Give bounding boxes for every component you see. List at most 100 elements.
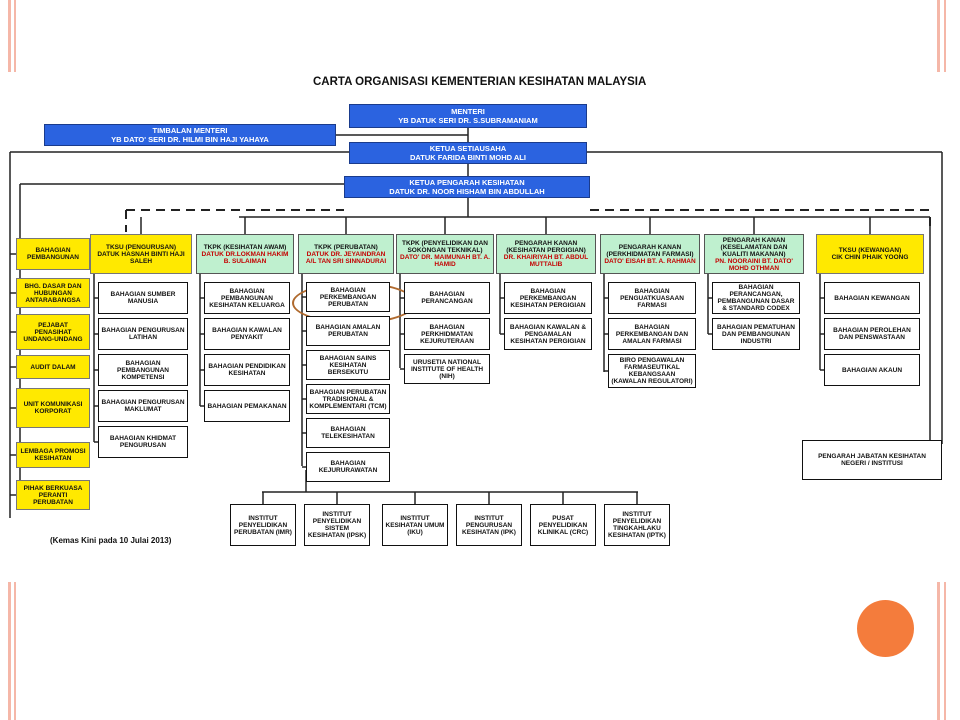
column-0-unit-2-line-0: BAHAGIAN PEMBANGUNAN KOMPETENSI: [117, 359, 169, 381]
institute-1: INSTITUT PENYELIDIKAN SISTEM KESIHATAN (…: [304, 504, 370, 546]
column-2-unit-3: BAHAGIAN PERUBATAN TRADISIONAL & KOMPLEM…: [306, 384, 390, 414]
column-4-unit-0: BAHAGIAN PERKEMBANGAN KESIHATAN PERGIGIA…: [504, 282, 592, 314]
left-unit-2-line-0: PEJABAT PENASIHAT UNDANG-UNDANG: [23, 321, 83, 343]
connector-lines: [9, 128, 943, 518]
update-note: (Kemas Kini pada 10 Julai 2013): [50, 536, 172, 545]
column-2-unit-0: BAHAGIAN PERKEMBANGAN PERUBATAN: [306, 282, 390, 312]
column-head-5: PENGARAH KANAN (PERKHIDMATAN FARMASI)DAT…: [600, 234, 700, 274]
column-3-unit-1: BAHAGIAN PERKHIDMATAN KEJURUTERAAN: [404, 318, 490, 350]
column-5-unit-1-line-0: BAHAGIAN PERKEMBANGAN DAN AMALAN FARMASI: [615, 323, 689, 345]
column-7-unit-2: BAHAGIAN AKAUN: [824, 354, 920, 386]
institute-2: INSTITUT KESIHATAN UMUM (IKU): [382, 504, 448, 546]
column-head-1-line-1: DATUK DR.LOKMAN HAKIM B. SULAIMAN: [201, 250, 289, 265]
institute-3-line-0: INSTITUT PENGURUSAN KESIHATAN (IPK): [462, 514, 516, 536]
org-chart: CARTA ORGANISASI KEMENTERIAN KESIHATAN M…: [6, 72, 948, 582]
column-3-unit-2-line-0: URUSETIA NATIONAL INSTITUTE OF HEALTH (N…: [410, 358, 484, 380]
column-0-unit-2: BAHAGIAN PEMBANGUNAN KOMPETENSI: [98, 354, 188, 386]
column-1-unit-3: BAHAGIAN PEMAKANAN: [204, 390, 290, 422]
column-head-6: PENGARAH KANAN (KESELAMATAN DAN KUALITI …: [704, 234, 804, 274]
column-1-unit-0: BAHAGIAN PEMBANGUNAN KESIHATAN KELUARGA: [204, 282, 290, 314]
column-5-unit-1: BAHAGIAN PERKEMBANGAN DAN AMALAN FARMASI: [608, 318, 696, 350]
column-6-unit-0: BAHAGIAN PERANCANGAN, PEMBANGUNAN DASAR …: [712, 282, 800, 314]
column-3-unit-0: BAHAGIAN PERANCANGAN: [404, 282, 490, 314]
column-4-unit-0-line-0: BAHAGIAN PERKEMBANGAN KESIHATAN PERGIGIA…: [510, 287, 586, 309]
column-7-unit-1: BAHAGIAN PEROLEHAN DAN PENSWASTAAN: [824, 318, 920, 350]
column-1-unit-3-line-0: BAHAGIAN PEMAKANAN: [207, 402, 287, 410]
institute-0: INSTITUT PENYELIDIKAN PERUBATAN (IMR): [230, 504, 296, 546]
column-head-2-line-0: TKPK (PERUBATAN): [314, 243, 378, 251]
left-unit-6-line-0: PIHAK BERKUASA PERANTI PERUBATAN: [23, 484, 83, 506]
column-0-unit-0-line-0: BAHAGIAN SUMBER MANUSIA: [110, 291, 176, 305]
column-6-unit-1-line-0: BAHAGIAN PEMATUHAN DAN PEMBANGUNAN INDUS…: [717, 323, 795, 345]
column-2-unit-3-line-0: BAHAGIAN PERUBATAN TRADISIONAL & KOMPLEM…: [309, 388, 387, 410]
institute-3: INSTITUT PENGURUSAN KESIHATAN (IPK): [456, 504, 522, 546]
left-unit-3: AUDIT DALAM: [16, 355, 90, 379]
left-unit-4-line-0: UNIT KOMUNIKASI KORPORAT: [23, 401, 83, 415]
left-unit-1-line-0: BHG. DASAR DAN HUBUNGAN ANTARABANGSA: [24, 282, 82, 304]
column-0-unit-4: BAHAGIAN KHIDMAT PENGURUSAN: [98, 426, 188, 458]
column-head-3: TKPK (PENYELIDIKAN DAN SOKONGAN TEKNIKAL…: [396, 234, 494, 274]
column-head-1-line-0: TKPK (KESIHATAN AWAM): [203, 243, 287, 251]
column-4-unit-1-line-0: BAHAGIAN KAWALAN & PENGAMALAN KESIHATAN …: [509, 323, 587, 345]
column-7-unit-0: BAHAGIAN KEWANGAN: [824, 282, 920, 314]
column-5-unit-2-line-0: BIRO PENGAWALAN FARMASEUTIKAL KEBANGSAAN…: [611, 357, 693, 385]
column-1-unit-2-line-0: BAHAGIAN PENDIDIKAN KESIHATAN: [208, 363, 286, 377]
column-1-unit-1-line-0: BAHAGIAN KAWALAN PENYAKIT: [212, 327, 282, 341]
institute-5: INSTITUT PENYELIDIKAN TINGKAHLAKU KESIHA…: [604, 504, 670, 546]
column-7-unit-0-line-0: BAHAGIAN KEWANGAN: [834, 294, 910, 302]
ketua-setiausaha-box-line-1: DATUK FARIDA BINTI MOHD ALI: [410, 153, 526, 162]
column-3-unit-1-line-0: BAHAGIAN PERKHIDMATAN KEJURUTERAAN: [420, 323, 474, 345]
column-2-unit-5: BAHAGIAN KEJURURAWATAN: [306, 452, 390, 482]
column-head-6-line-1: PN. NOORAINI BT. DATO' MOHD OTHMAN: [715, 257, 793, 272]
column-2-unit-2-line-0: BAHAGIAN SAINS KESIHATAN BERSEKUTU: [319, 354, 377, 376]
column-0-unit-1-line-0: BAHAGIAN PENGURUSAN LATIHAN: [101, 327, 185, 341]
ketua-setiausaha-box-line-0: KETUA SETIAUSAHA: [429, 144, 507, 153]
column-0-unit-3: BAHAGIAN PENGURUSAN MAKLUMAT: [98, 390, 188, 422]
column-1-unit-0-line-0: BAHAGIAN PEMBANGUNAN KESIHATAN KELUARGA: [209, 287, 285, 309]
column-3-unit-0-line-0: BAHAGIAN PERANCANGAN: [421, 291, 473, 305]
column-head-0-line-1: DATUK HASNAH BINTI HAJI SALEH: [97, 250, 185, 265]
state-director-box: PENGARAH JABATAN KESIHATAN NEGERI / INST…: [802, 440, 942, 480]
column-1-unit-2: BAHAGIAN PENDIDIKAN KESIHATAN: [204, 354, 290, 386]
column-3-unit-2: URUSETIA NATIONAL INSTITUTE OF HEALTH (N…: [404, 354, 490, 384]
ketua-pengarah-box-line-1: DATUK DR. NOOR HISHAM BIN ABDULLAH: [389, 187, 545, 196]
column-2-unit-4: BAHAGIAN TELEKESIHATAN: [306, 418, 390, 448]
left-unit-5-line-0: LEMBAGA PROMOSI KESIHATAN: [20, 448, 86, 462]
column-7-unit-1-line-0: BAHAGIAN PEROLEHAN DAN PENSWASTAAN: [833, 327, 911, 341]
column-head-7-line-0: TKSU (KEWANGAN): [838, 247, 902, 254]
column-2-unit-1-line-0: BAHAGIAN AMALAN PERUBATAN: [315, 324, 381, 338]
institute-5-line-0: INSTITUT PENYELIDIKAN TINGKAHLAKU KESIHA…: [608, 511, 666, 539]
chart-title: CARTA ORGANISASI KEMENTERIAN KESIHATAN M…: [313, 76, 647, 88]
column-head-1: TKPK (KESIHATAN AWAM)DATUK DR.LOKMAN HAK…: [196, 234, 294, 274]
menteri-box-line-0: MENTERI: [451, 107, 485, 116]
institute-4-line-0: PUSAT PENYELIDIKAN KLINIKAL (CRC): [537, 514, 589, 536]
menteri-box-line-1: YB DATUK SERI DR. S.SUBRAMANIAM: [398, 116, 538, 125]
column-head-5-line-0: PENGARAH KANAN (PERKHIDMATAN FARMASI): [606, 243, 694, 258]
left-unit-2: PEJABAT PENASIHAT UNDANG-UNDANG: [16, 314, 90, 350]
column-head-5-line-1: DATO' EISAH BT. A. RAHMAN: [604, 257, 696, 265]
column-1-unit-1: BAHAGIAN KAWALAN PENYAKIT: [204, 318, 290, 350]
left-unit-5: LEMBAGA PROMOSI KESIHATAN: [16, 442, 90, 468]
column-2-unit-0-line-0: BAHAGIAN PERKEMBANGAN PERUBATAN: [319, 286, 377, 308]
left-unit-6: PIHAK BERKUASA PERANTI PERUBATAN: [16, 480, 90, 510]
column-head-7: TKSU (KEWANGAN)CIK CHIN PHAIK YOONG: [816, 234, 924, 274]
left-unit-3-line-0: AUDIT DALAM: [30, 363, 76, 371]
column-head-7-line-1: CIK CHIN PHAIK YOONG: [831, 254, 909, 261]
institute-2-line-0: INSTITUT KESIHATAN UMUM (IKU): [385, 514, 445, 536]
timbalan-menteri-box-line-1: YB DATO' SERI DR. HILMI BIN HAJI YAHAYA: [111, 135, 269, 144]
column-head-0-line-0: TKSU (PENGURUSAN): [105, 243, 177, 251]
column-0-unit-3-line-0: BAHAGIAN PENGURUSAN MAKLUMAT: [101, 399, 185, 413]
column-4-unit-1: BAHAGIAN KAWALAN & PENGAMALAN KESIHATAN …: [504, 318, 592, 350]
column-head-6-line-0: PENGARAH KANAN (KESELAMATAN DAN KUALITI …: [720, 236, 788, 258]
column-0-unit-1: BAHAGIAN PENGURUSAN LATIHAN: [98, 318, 188, 350]
column-head-4-line-0: PENGARAH KANAN (KESIHATAN PERGIGIAN): [506, 240, 586, 254]
column-5-unit-0-line-0: BAHAGIAN PENGUATKUASAAN FARMASI: [620, 287, 684, 309]
column-head-3-line-1: DATO' DR. MAIMUNAH BT. A. HAMID: [400, 254, 490, 268]
column-2-unit-1: BAHAGIAN AMALAN PERUBATAN: [306, 316, 390, 346]
column-6-unit-0-line-0: BAHAGIAN PERANCANGAN, PEMBANGUNAN DASAR …: [717, 284, 795, 312]
column-head-0: TKSU (PENGURUSAN)DATUK HASNAH BINTI HAJI…: [90, 234, 192, 274]
